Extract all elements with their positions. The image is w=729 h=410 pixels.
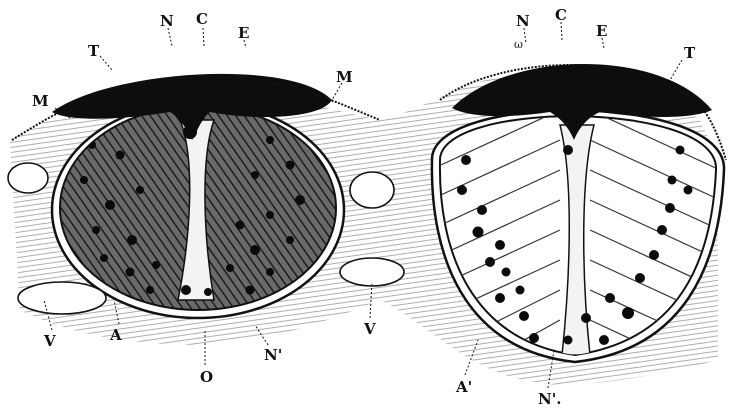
label-E-left: E — [238, 24, 249, 42]
label-M-center: M — [336, 68, 353, 86]
label-T-left: T — [88, 42, 100, 60]
label-T-right: T — [684, 44, 696, 62]
vessel-left-upper — [8, 163, 48, 193]
label-C-left: C — [196, 10, 208, 28]
label-N-left: N — [160, 12, 174, 30]
label-N-prime-left: N' — [264, 346, 282, 364]
label-O: O — [200, 368, 213, 386]
label-A-prime: A' — [455, 378, 472, 396]
label-V-left: V — [43, 332, 56, 350]
vessel-center-lower — [340, 258, 404, 286]
label-N-right: N — [516, 12, 530, 30]
label-M-left: M — [32, 92, 49, 110]
label-N-prime-right: N'. — [538, 390, 562, 408]
label-N-omega: ω — [514, 38, 523, 51]
vessel-center-upper — [350, 172, 394, 208]
vessel-left-lower — [18, 282, 106, 314]
label-C-right: C — [555, 6, 567, 24]
left-section — [52, 74, 344, 318]
left-cap-nucleus — [183, 125, 197, 139]
label-E-right: E — [596, 22, 607, 40]
label-V-center: V — [363, 320, 376, 338]
label-A-left: A — [109, 326, 122, 344]
